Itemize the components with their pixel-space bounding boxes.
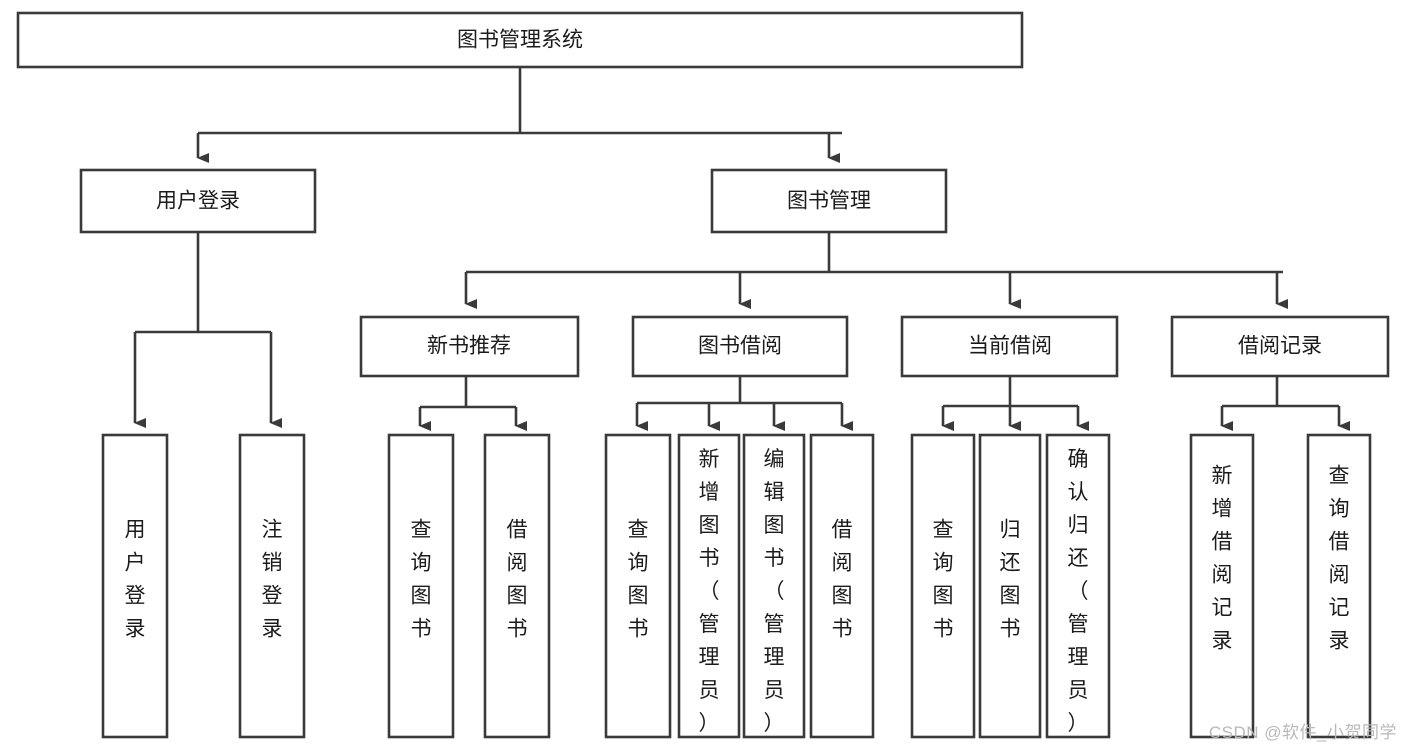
node-root[interactable]: 图书管理系统 [16,11,1024,69]
leaf-user-login-1[interactable]: 注销登录 [238,433,306,739]
node-book-borrow[interactable]: 图书借阅 [631,315,849,378]
leaf-user-login-1-label: 注销登录 [262,519,283,641]
leaf-user-login-0[interactable]: 用户登录 [101,433,169,739]
leaf-book-borrow-3-label: 借阅图书 [832,519,853,641]
connector-current-borrow-to-leaves [941,376,1089,431]
node-book-manage[interactable]: 图书管理 [710,168,948,234]
connector-root-to-level2 [196,67,842,163]
connector-borrow-record-to-leaves [1220,376,1350,431]
connector-new-book-to-leaves [418,376,527,431]
leaf-current-borrow-2[interactable]: 确认归还（管理员） [1045,433,1111,739]
node-root-label: 图书管理系统 [457,29,583,52]
leaf-current-borrow-0[interactable]: 查询图书 [910,433,976,739]
connector-book-manage-to-level3 [464,232,1288,309]
leaf-borrow-record-1-label: 查询借阅记录 [1329,465,1350,653]
connector-book-borrow-to-leaves [635,376,853,431]
node-new-book-recommend[interactable]: 新书推荐 [359,315,580,378]
leaf-book-borrow-1[interactable]: 新增图书（管理员） [677,433,741,739]
leaf-current-borrow-1[interactable]: 归还图书 [978,433,1042,739]
leaf-book-borrow-3[interactable]: 借阅图书 [809,433,875,739]
leaf-new-book-recommend-1-label: 借阅图书 [507,519,528,641]
node-user-login[interactable]: 用户登录 [79,168,317,234]
leaf-user-login-0-label: 用户登录 [125,519,146,641]
node-borrow-record[interactable]: 借阅记录 [1170,315,1390,378]
node-book-borrow-label: 图书借阅 [698,335,782,358]
node-current-borrow[interactable]: 当前借阅 [900,315,1119,378]
leaf-book-borrow-0[interactable]: 查询图书 [604,433,672,739]
leaf-borrow-record-0[interactable]: 新增借阅记录 [1189,433,1255,739]
leaf-new-book-recommend-0[interactable]: 查询图书 [387,433,455,739]
leaf-new-book-recommend-1[interactable]: 借阅图书 [483,433,551,739]
leaf-current-borrow-0-label: 查询图书 [933,519,954,641]
leaf-book-borrow-0-label: 查询图书 [628,519,649,641]
leaf-book-borrow-2-label: 编辑图书（管理员） [764,448,785,735]
leaf-book-borrow-2[interactable]: 编辑图书（管理员） [742,433,806,739]
leaf-book-borrow-1-label: 新增图书（管理员） [699,448,720,735]
leaf-new-book-recommend-0-label: 查询图书 [411,519,432,641]
node-new-book-recommend-label: 新书推荐 [427,335,511,358]
node-current-borrow-label: 当前借阅 [968,335,1052,358]
leaf-current-borrow-2-label: 确认归还（管理员） [1068,448,1089,735]
csdn-watermark: CSDN @软件_小贺同学 [1208,723,1397,742]
node-borrow-record-label: 借阅记录 [1238,335,1322,358]
connector-user-login-to-leaves [133,232,282,428]
leaf-current-borrow-1-label: 归还图书 [1000,519,1021,641]
leaf-borrow-record-1[interactable]: 查询借阅记录 [1306,433,1372,739]
node-book-manage-label: 图书管理 [787,190,871,213]
leaf-borrow-record-0-label: 新增借阅记录 [1212,465,1233,653]
node-user-login-label: 用户登录 [156,190,240,213]
